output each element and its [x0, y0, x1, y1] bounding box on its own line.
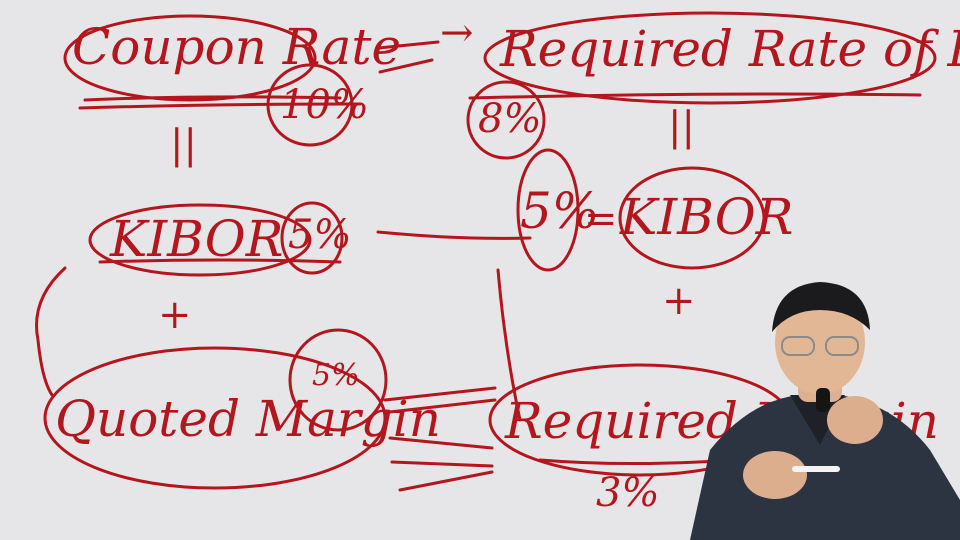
comparison-arrow — [376, 40, 440, 74]
quoted-margin-circle — [43, 346, 387, 490]
presenter-left-hand — [743, 451, 807, 499]
required-rate-circle — [483, 11, 937, 105]
presenter-right-hand — [827, 396, 883, 444]
left-plus-sign: + — [158, 292, 192, 338]
presenter-pen — [792, 466, 840, 472]
presenter-face — [775, 290, 865, 394]
coupon-rate-label: Coupon Rate — [72, 18, 402, 76]
right-kibor-equals: = — [584, 196, 618, 242]
kibor-connector — [376, 230, 532, 240]
right-vertical-stroke — [496, 268, 522, 422]
kibor-left-circle — [88, 203, 312, 277]
kibor-right-pct-circle — [516, 148, 580, 272]
required-rate-percent: 8% — [478, 96, 542, 142]
coupon-rate-percent: 10% — [280, 82, 369, 128]
right-plus-sign: + — [662, 278, 696, 324]
left-kibor-label: KIBOR — [110, 210, 284, 268]
presenter-glasses-left — [781, 336, 815, 356]
presenter-hair — [772, 282, 870, 332]
left-equals-sign: || — [170, 122, 197, 168]
presenter-glasses-right — [825, 336, 859, 356]
right-equals-sign: || — [668, 104, 695, 150]
presenter-microphone — [816, 388, 830, 412]
required-margin-percent: 3% — [596, 470, 660, 516]
coupon-rate-circle — [63, 14, 317, 102]
coupon-underline — [78, 95, 362, 110]
kibor-left-underline — [98, 258, 342, 264]
required-underline — [468, 92, 922, 100]
left-kibor-percent: 5% — [288, 212, 352, 258]
required-rate-label: Required Rate of Return — [500, 20, 960, 78]
kibor-left-pct-circle — [280, 201, 344, 275]
margin-pct-circle — [288, 328, 388, 432]
required-pct-circle — [466, 80, 546, 160]
presenter-figure — [690, 282, 960, 540]
kibor-right-circle — [618, 166, 766, 270]
left-bracket-stroke — [35, 266, 67, 397]
quoted-margin-percent: 5% — [312, 358, 360, 393]
margin-compare-lines — [383, 386, 497, 492]
right-kibor-percent: 5% — [520, 182, 600, 240]
quoted-margin-label: Quoted Margin — [55, 390, 441, 448]
right-kibor-label: KIBOR — [620, 188, 794, 246]
arrow-symbol: → — [440, 10, 474, 56]
